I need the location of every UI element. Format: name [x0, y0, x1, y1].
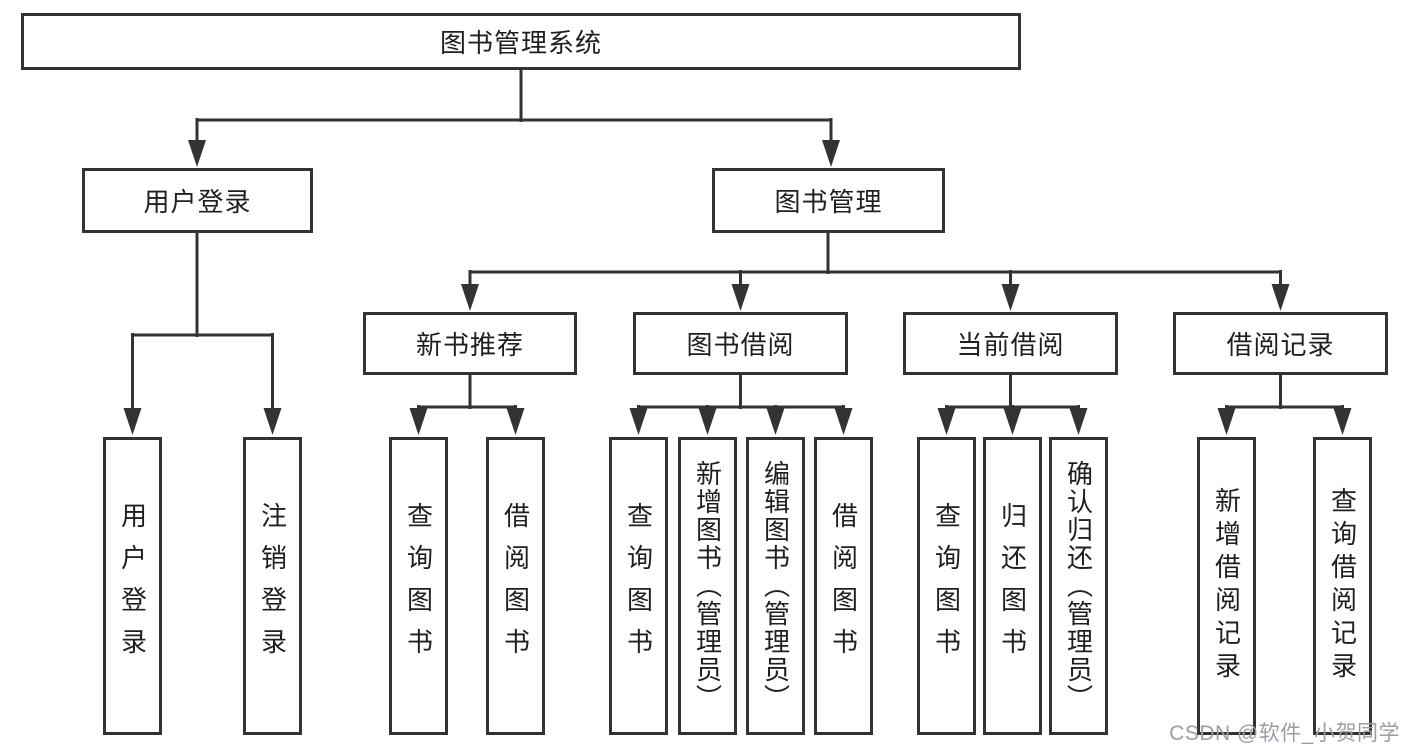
node-book-management-label: 图书管理 — [774, 187, 883, 217]
leaf-user-login: 用户登录 — [103, 437, 162, 735]
leaf-query-borrow-record-label: 查询借阅记录 — [1327, 487, 1358, 685]
node-current-borrow: 当前借阅 — [903, 312, 1118, 375]
arrowheads — [123, 140, 1352, 435]
leaf-recommend-borrow-books: 借阅图书 — [486, 437, 545, 735]
leaf-logout-label: 注销登录 — [257, 502, 288, 670]
leaf-add-books-admin-label: 新增图书（管理员） — [692, 460, 723, 712]
node-book-management: 图书管理 — [712, 168, 945, 233]
leaf-add-borrow-record: 新增借阅记录 — [1197, 437, 1256, 735]
node-user-login-label: 用户登录 — [143, 187, 252, 217]
node-new-book-recommend: 新书推荐 — [363, 312, 577, 375]
leaf-add-books-admin: 新增图书（管理员） — [678, 437, 737, 735]
node-root-label: 图书管理系统 — [439, 28, 602, 58]
leaf-recommend-query-books: 查询图书 — [389, 437, 448, 735]
leaf-confirm-return-admin: 确认归还（管理员） — [1049, 437, 1108, 735]
leaf-borrow-query-books: 查询图书 — [609, 437, 668, 735]
leaf-return-books-label: 归还图书 — [997, 502, 1028, 670]
leaf-borrow-query-books-label: 查询图书 — [623, 502, 654, 670]
node-user-login: 用户登录 — [82, 168, 313, 233]
leaf-recommend-borrow-books-label: 借阅图书 — [500, 502, 531, 670]
node-borrow-records: 借阅记录 — [1173, 312, 1388, 375]
leaf-borrow-books-label: 借阅图书 — [828, 502, 859, 670]
leaf-borrow-books: 借阅图书 — [814, 437, 873, 735]
node-current-borrow-label: 当前借阅 — [956, 330, 1065, 360]
leaf-user-login-label: 用户登录 — [117, 502, 148, 670]
node-root: 图书管理系统 — [21, 13, 1021, 70]
leaf-logout: 注销登录 — [243, 437, 302, 735]
csdn-watermark: CSDN @软件_小贺同学 — [1169, 722, 1400, 745]
leaf-query-borrow-record: 查询借阅记录 — [1313, 437, 1372, 735]
leaf-return-books: 归还图书 — [983, 437, 1042, 735]
leaf-edit-books-admin-label: 编辑图书（管理员） — [760, 460, 791, 712]
node-book-borrow: 图书借阅 — [633, 312, 848, 375]
node-borrow-records-label: 借阅记录 — [1226, 330, 1335, 360]
node-book-borrow-label: 图书借阅 — [686, 330, 795, 360]
leaf-edit-books-admin: 编辑图书（管理员） — [746, 437, 805, 735]
leaf-add-borrow-record-label: 新增借阅记录 — [1211, 487, 1242, 685]
node-new-book-recommend-label: 新书推荐 — [415, 330, 524, 360]
leaf-recommend-query-books-label: 查询图书 — [403, 502, 434, 670]
leaf-current-query-books: 查询图书 — [917, 437, 976, 735]
leaf-current-query-books-label: 查询图书 — [931, 502, 962, 670]
leaf-confirm-return-admin-label: 确认归还（管理员） — [1063, 460, 1094, 712]
